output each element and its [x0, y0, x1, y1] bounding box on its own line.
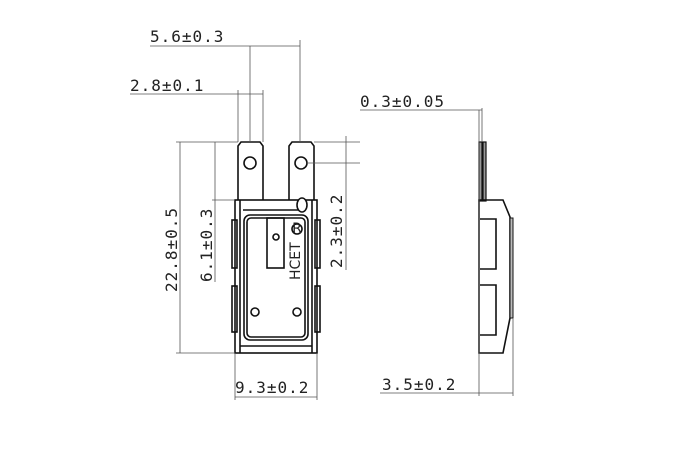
slot — [266, 217, 285, 269]
registered-mark-icon — [291, 223, 303, 235]
left-terminal-tab — [237, 141, 264, 203]
side-view — [478, 141, 514, 354]
dim-thickness: 0.3±0.05 — [360, 92, 445, 111]
dim-tab-width: 2.8±0.1 — [130, 76, 204, 95]
dim-total-height: 22.8±0.5 — [162, 207, 181, 292]
dim-body-width: 9.3±0.2 — [235, 378, 309, 397]
right-terminal-tab — [288, 141, 315, 203]
right-tab-hole — [294, 156, 308, 170]
body-outline — [234, 199, 318, 354]
dim-hole-offset: 2.3±0.2 — [327, 194, 346, 268]
left-tab-hole — [243, 156, 257, 170]
brand-mark: HCET — [288, 242, 304, 280]
dim-tab-length: 6.1±0.3 — [197, 208, 216, 282]
registered-mark: R — [292, 221, 302, 237]
side-body — [478, 199, 511, 354]
inner-frame — [243, 214, 309, 341]
dimension-lines — [130, 40, 514, 400]
dim-top-width: 5.6±0.3 — [150, 27, 224, 46]
front-view: R HCET — [231, 141, 321, 354]
dim-side-depth: 3.5±0.2 — [382, 375, 456, 394]
